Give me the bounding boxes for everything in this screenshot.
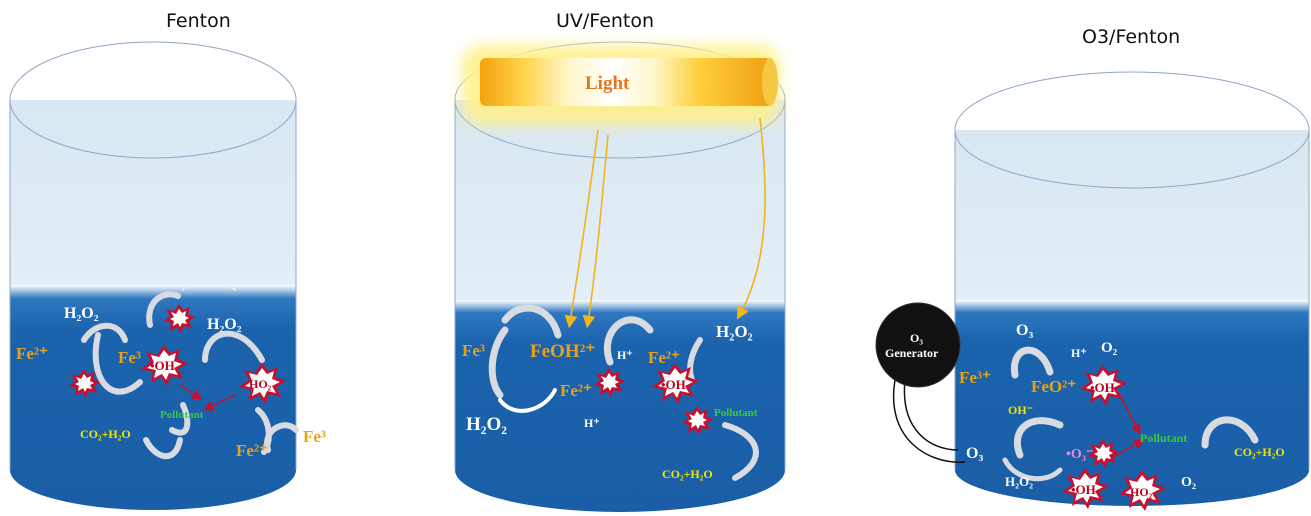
o3-generator-label-1: O₃ xyxy=(910,331,923,345)
panel-title-uv-fenton: UV/Fenton xyxy=(556,10,655,32)
o3-o2-label-1: O₂ xyxy=(1101,340,1118,356)
o3-reaction-arrows xyxy=(1002,346,1259,482)
o3-ho2-label: HO₂ xyxy=(1130,485,1153,499)
uv-feoh-label: FeOH²⁺ xyxy=(530,341,595,362)
uv-h2o2-label-1: H₂O₂ xyxy=(716,322,753,341)
o3-fenton-tank xyxy=(954,71,1310,506)
panel-title-o3-fenton: O3/Fenton xyxy=(1082,26,1181,48)
o3-ohminus-label: OH⁻ xyxy=(1008,403,1033,417)
fenton-fe2-label-1: Fe²⁺ xyxy=(16,344,48,363)
o3-generator-label-2: Generator xyxy=(885,346,939,360)
fenton-fe3-label-1: Fe³ xyxy=(118,348,141,367)
uv-co2-label: CO₂+H₂O xyxy=(662,467,713,481)
uv-fe2-label-1: Fe²⁺ xyxy=(648,348,680,367)
fenton-pollutant-label: Pollutant xyxy=(160,409,204,421)
uv-fe2-label-2: Fe²⁺ xyxy=(560,381,592,400)
uv-oh-label: •OH xyxy=(661,377,686,392)
uv-light-rays xyxy=(564,117,766,329)
o3-co2-label: CO₂+H₂O xyxy=(1234,445,1285,459)
uv-hplus-label-2: H⁺ xyxy=(584,416,600,430)
uv-pollutant-label: Pollutant xyxy=(714,407,758,419)
o3-pollutant-label: Pollutant xyxy=(1140,431,1187,445)
fenton-h2o2-label-2: H₂O₂ xyxy=(207,316,242,333)
o3-oh-label-1: •OH xyxy=(1090,380,1115,395)
o3-fe3-label: Fe³⁺ xyxy=(959,368,991,387)
o3-oh-label-2: •OH xyxy=(1071,482,1096,497)
uv-reaction-arrows xyxy=(488,304,759,481)
fenton-h2o2-label-1: H₂O₂ xyxy=(64,305,99,322)
fenton-reaction-arrows xyxy=(81,275,299,460)
uv-hplus-label-1: H⁺ xyxy=(617,348,633,362)
o3-o3-radical-label: •O₃⁻ xyxy=(1066,447,1093,462)
uv-fe3-label: Fe³ xyxy=(462,341,485,360)
o3-o3-label-2: O₃ xyxy=(966,445,983,462)
fenton-fe2-label-2: Fe²⁺ xyxy=(236,441,268,460)
fenton-fe3-label-2: Fe³ xyxy=(303,427,326,446)
uv-h2o2-label-2: H₂O₂ xyxy=(466,414,507,435)
fenton-oh-label: •OH xyxy=(150,358,175,373)
o3-o2-label-2: O₂ xyxy=(1181,475,1196,490)
o3-hplus-label: H⁺ xyxy=(1071,346,1087,360)
o3-h2o2-label: H₂O₂ xyxy=(1005,474,1033,489)
panel-title-fenton: Fenton xyxy=(166,10,231,32)
uv-lamp: Light xyxy=(462,45,780,125)
fenton-tank xyxy=(9,41,297,510)
uv-light-label: Light xyxy=(585,73,630,94)
o3-feo2-label: FeO²⁺ xyxy=(1031,377,1076,396)
o3-o3-label-1: O₃ xyxy=(1016,322,1033,339)
fenton-ho2-label: HO₂ xyxy=(249,377,272,391)
fenton-co2-label: CO₂+H₂O xyxy=(80,427,131,441)
o3-generator: O₃ Generator xyxy=(875,302,966,463)
